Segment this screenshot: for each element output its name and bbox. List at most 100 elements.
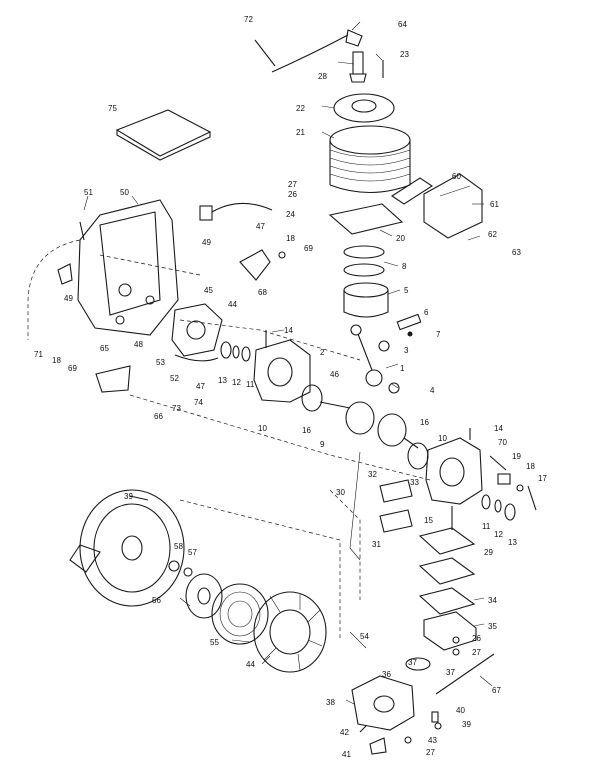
callout-18c: 18 bbox=[526, 462, 535, 471]
callout-8: 8 bbox=[402, 262, 407, 271]
crankcase-10a bbox=[253, 330, 311, 403]
callout-41: 41 bbox=[342, 750, 351, 759]
callout-55: 55 bbox=[210, 638, 219, 647]
carb-body-38 bbox=[351, 675, 415, 731]
callout-32: 32 bbox=[368, 470, 377, 479]
flywheel-44 bbox=[253, 591, 327, 673]
gasket-29 bbox=[418, 527, 476, 555]
muffler-61 bbox=[390, 173, 483, 239]
reed-32 bbox=[379, 479, 413, 503]
callout-5: 5 bbox=[404, 286, 409, 295]
callout-27b: 27 bbox=[472, 648, 481, 657]
screw-51 bbox=[79, 221, 85, 241]
callout-36: 36 bbox=[382, 670, 391, 679]
cable-47 bbox=[211, 202, 273, 213]
fuel-line-72 bbox=[254, 29, 363, 73]
callout-52: 52 bbox=[170, 374, 179, 383]
callout-22: 22 bbox=[296, 104, 305, 113]
crankcase-10b bbox=[425, 428, 483, 505]
housing-50 bbox=[77, 199, 179, 336]
callout-68: 68 bbox=[258, 288, 267, 297]
callout-45: 45 bbox=[204, 286, 213, 295]
carburetor-44 bbox=[171, 303, 223, 357]
callout-53: 53 bbox=[156, 358, 165, 367]
washer-27b bbox=[452, 648, 460, 656]
callout-12b: 12 bbox=[494, 530, 503, 539]
intake-35 bbox=[423, 611, 477, 651]
rod-67 bbox=[435, 653, 495, 695]
seal-12b bbox=[494, 499, 502, 513]
callout-39a: 39 bbox=[124, 492, 133, 501]
callout-70: 70 bbox=[498, 438, 507, 447]
callout-31: 31 bbox=[372, 540, 381, 549]
cylinder-head-22 bbox=[333, 93, 395, 123]
callout-62: 62 bbox=[488, 230, 497, 239]
callout-20: 20 bbox=[396, 234, 405, 243]
callout-10b: 10 bbox=[438, 434, 447, 443]
gasket-34 bbox=[418, 587, 476, 615]
plate-41 bbox=[369, 737, 387, 755]
callout-16b: 16 bbox=[420, 418, 429, 427]
callout-35: 35 bbox=[488, 622, 497, 631]
callout-34: 34 bbox=[488, 596, 497, 605]
callout-42: 42 bbox=[340, 728, 349, 737]
callout-74: 74 bbox=[194, 398, 203, 407]
callout-65: 65 bbox=[100, 344, 109, 353]
callout-69a: 69 bbox=[304, 244, 313, 253]
callout-13a: 13 bbox=[218, 376, 227, 385]
callout-29: 29 bbox=[484, 548, 493, 557]
callout-44b: 44 bbox=[246, 660, 255, 669]
seal-11a bbox=[241, 346, 251, 362]
bolt-39a bbox=[129, 495, 149, 501]
connecting-rod bbox=[350, 324, 400, 394]
callout-46: 46 bbox=[330, 370, 339, 379]
callout-38: 38 bbox=[326, 698, 335, 707]
spring-47 bbox=[174, 354, 219, 362]
callout-40: 40 bbox=[456, 706, 465, 715]
callout-28: 28 bbox=[318, 72, 327, 81]
washer-26b bbox=[452, 636, 460, 644]
callout-13b: 13 bbox=[508, 538, 517, 547]
recoil-starter-56 bbox=[69, 489, 185, 607]
piston-5 bbox=[343, 282, 389, 318]
callout-19: 19 bbox=[512, 452, 521, 461]
gasket-37 bbox=[405, 657, 431, 671]
callout-27a: 27 bbox=[288, 180, 297, 189]
pin-42 bbox=[359, 725, 367, 733]
callout-33: 33 bbox=[410, 478, 419, 487]
piston-ring-lower bbox=[343, 263, 385, 277]
wrist-pin-6 bbox=[396, 313, 422, 331]
part-19 bbox=[497, 473, 511, 485]
callout-18a: 18 bbox=[286, 234, 295, 243]
air-filter-75 bbox=[115, 109, 212, 161]
screw-43 bbox=[404, 736, 412, 744]
callout-26b: 26 bbox=[472, 634, 481, 643]
callout-24: 24 bbox=[286, 210, 295, 219]
callout-6: 6 bbox=[424, 308, 429, 317]
washer-18 bbox=[278, 251, 286, 259]
callout-11a: 11 bbox=[246, 380, 255, 389]
crankshaft-9 bbox=[319, 401, 419, 449]
callout-47b: 47 bbox=[196, 382, 205, 391]
guide-line-top bbox=[99, 254, 201, 276]
seal-13a bbox=[220, 341, 232, 359]
callout-37b: 37 bbox=[446, 668, 455, 677]
base-gasket-20 bbox=[328, 203, 404, 235]
clip-49-upper bbox=[199, 205, 213, 221]
callout-11b: 11 bbox=[482, 522, 491, 531]
callout-66: 66 bbox=[154, 412, 163, 421]
guide-line-intake bbox=[329, 489, 361, 600]
callout-37a: 37 bbox=[408, 658, 417, 667]
piston-ring-upper bbox=[343, 245, 385, 259]
callout-4: 4 bbox=[430, 386, 435, 395]
callout-1: 1 bbox=[400, 364, 405, 373]
callout-57: 57 bbox=[188, 548, 197, 557]
callout-14b: 14 bbox=[494, 424, 503, 433]
callout-15: 15 bbox=[424, 516, 433, 525]
seal-11b bbox=[481, 494, 491, 510]
reed-plate bbox=[418, 557, 476, 585]
callout-16a: 16 bbox=[302, 426, 311, 435]
seal-13b bbox=[504, 503, 516, 521]
callout-43: 43 bbox=[428, 736, 437, 745]
